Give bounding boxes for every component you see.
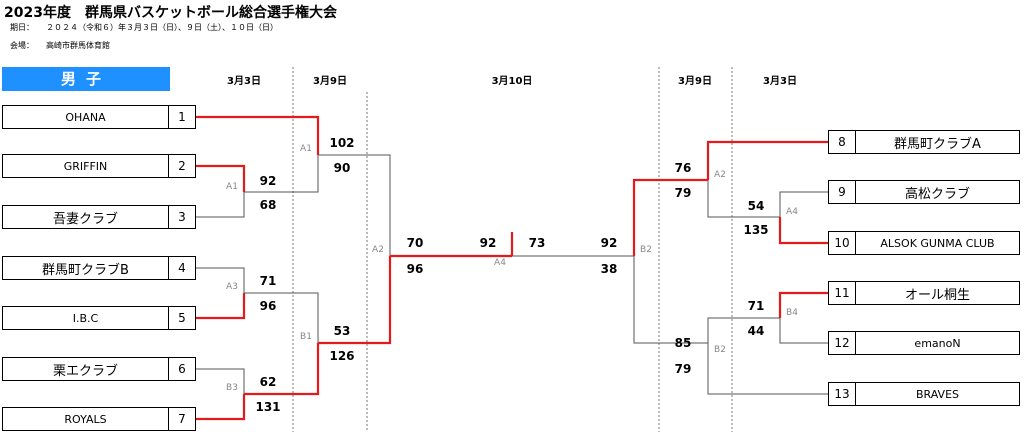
game-label: B3	[226, 383, 238, 393]
event-dates: 期日： ２０２４（令和６）年３月３日（日）、９日（土）、１０日（日）	[10, 22, 278, 33]
team-name: BRAVES	[915, 387, 960, 401]
game-label: B2	[640, 245, 652, 255]
team-row-8: 8 群馬町クラブA	[828, 130, 1020, 154]
score: 68	[259, 198, 277, 212]
game-label: B2	[714, 345, 726, 355]
team-row-4: 群馬町クラブB 4	[2, 256, 196, 280]
round-date-left-1: 3月3日	[227, 76, 261, 87]
score: 96	[259, 299, 277, 313]
score: 79	[674, 362, 692, 376]
round-date-right-1: 3月3日	[763, 76, 797, 87]
score: 92	[479, 236, 497, 250]
game-label: A1	[226, 182, 238, 192]
score: 62	[259, 375, 277, 389]
score: 102	[329, 136, 355, 150]
game-label: A4	[494, 258, 506, 268]
event-venue: 会場： 高崎市群馬体育館	[10, 40, 110, 51]
team-row-7: ROYALS 7	[2, 407, 196, 431]
score: 135	[743, 223, 769, 237]
team-row-3: 吾妻クラブ 3	[2, 205, 196, 229]
team-number: 8	[829, 131, 856, 153]
round-date-final: 3月10日	[491, 76, 533, 87]
team-row-6: 栗エクラブ 6	[2, 357, 196, 381]
score: 73	[528, 236, 546, 250]
score: 76	[674, 161, 692, 175]
team-name: 高松クラブ	[904, 186, 970, 202]
game-label: A4	[786, 207, 798, 217]
team-number: 6	[168, 358, 195, 380]
game-label: A1	[300, 144, 312, 154]
team-name: ALSOK GUNMA CLUB	[880, 236, 995, 250]
score: 44	[747, 324, 765, 338]
game-label: A2	[714, 170, 726, 180]
team-name: ROYALS	[64, 412, 107, 426]
team-name: OHANA	[65, 110, 106, 124]
team-number: 9	[829, 181, 856, 203]
team-number: 1	[168, 106, 195, 128]
team-name: emanoN	[914, 336, 961, 350]
venue-label: 会場：	[10, 41, 34, 50]
game-label: A2	[372, 245, 384, 255]
team-number: 11	[829, 282, 856, 304]
team-row-9: 9 高松クラブ	[828, 180, 1020, 204]
score: 54	[747, 199, 765, 213]
dates-label: 期日：	[10, 23, 34, 32]
team-number: 4	[168, 257, 195, 279]
game-label: B1	[300, 332, 312, 342]
score: 90	[333, 161, 351, 175]
score: 126	[329, 349, 355, 363]
team-name: I.B.C	[72, 311, 99, 325]
team-name: 栗エクラブ	[52, 363, 118, 379]
team-number: 12	[829, 332, 856, 354]
page-title: 2023年度 群馬県バスケットボール総合選手権大会	[4, 5, 337, 21]
venue-value: 高崎市群馬体育館	[46, 41, 110, 50]
game-label: B4	[786, 308, 798, 318]
round-date-right-2: 3月9日	[678, 76, 712, 87]
score: 71	[259, 274, 277, 288]
team-number: 5	[168, 307, 195, 329]
score: 70	[406, 236, 424, 250]
team-row-10: 10 ALSOK GUNMA CLUB	[828, 231, 1020, 255]
game-label: A3	[226, 282, 238, 292]
score: 96	[406, 262, 424, 276]
team-number: 3	[168, 206, 195, 228]
score: 53	[333, 324, 351, 338]
score: 38	[600, 262, 618, 276]
team-row-11: 11 オール桐生	[828, 281, 1020, 305]
team-row-1: OHANA 1	[2, 105, 196, 129]
team-name: GRIFFIN	[63, 159, 108, 173]
dates-value: ２０２４（令和６）年３月３日（日）、９日（土）、１０日（日）	[46, 23, 278, 32]
score: 71	[747, 299, 765, 313]
team-name: 吾妻クラブ	[52, 211, 118, 227]
team-number: 7	[168, 408, 195, 430]
team-number: 2	[168, 155, 195, 177]
score: 131	[255, 400, 281, 414]
team-number: 10	[829, 232, 856, 254]
team-number: 13	[829, 383, 856, 405]
team-name: オール桐生	[904, 287, 970, 303]
score: 85	[674, 336, 692, 350]
score: 79	[674, 186, 692, 200]
team-name: 群馬町クラブB	[42, 262, 129, 278]
team-row-12: 12 emanoN	[828, 331, 1020, 355]
team-name: 群馬町クラブA	[894, 136, 981, 152]
team-row-5: I.B.C 5	[2, 306, 196, 330]
score: 92	[259, 174, 277, 188]
team-row-2: GRIFFIN 2	[2, 154, 196, 178]
round-date-left-2: 3月9日	[313, 76, 347, 87]
gender-header: 男子	[2, 67, 170, 91]
score: 92	[600, 236, 618, 250]
team-row-13: 13 BRAVES	[828, 382, 1020, 406]
